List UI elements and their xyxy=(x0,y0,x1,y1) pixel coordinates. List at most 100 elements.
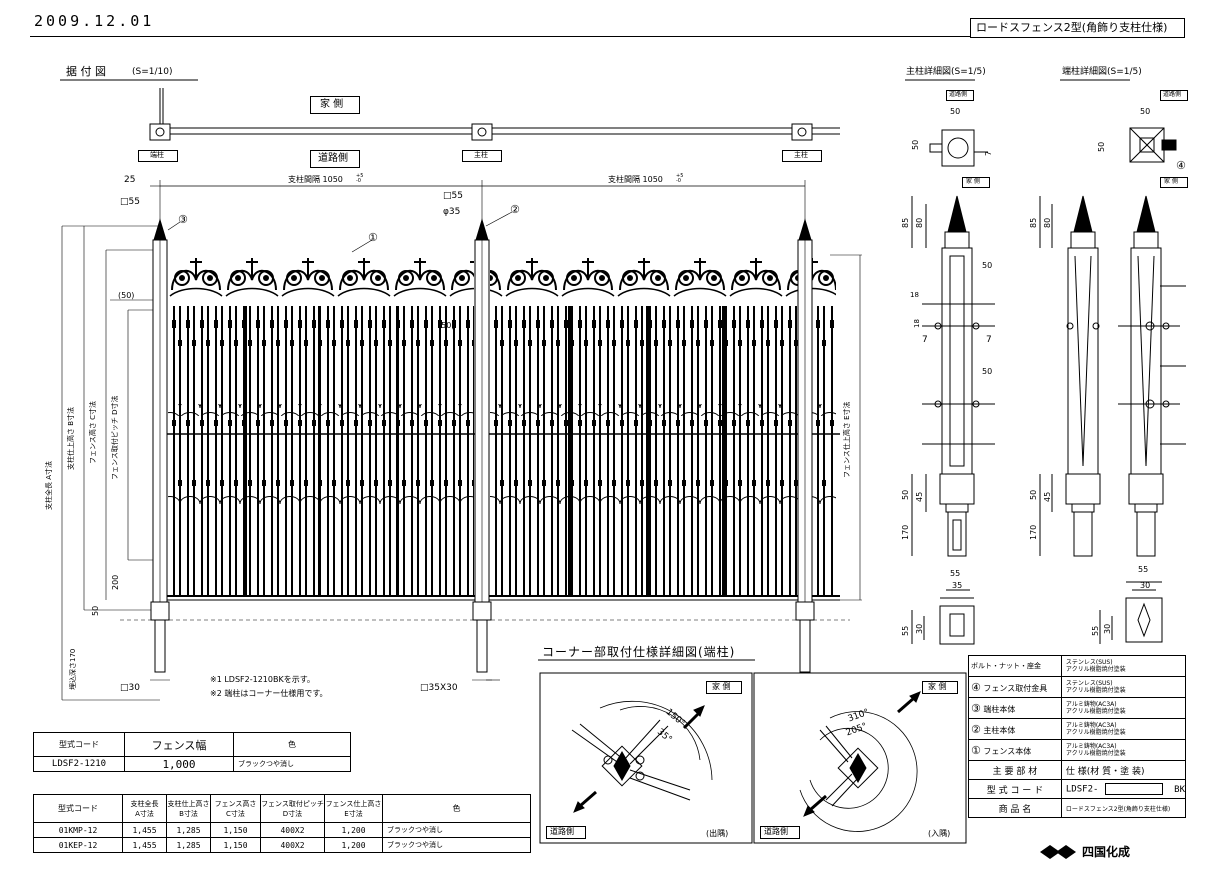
corner-right-road-box xyxy=(760,826,800,839)
table-row: ③ 端柱本体 アルミ鋳物(AC3A)アクリル樹脂焼付塗装 xyxy=(968,697,1187,719)
table-row: ④ フェンス取付金具 ステンレス(SUS)アクリル樹脂焼付塗装 xyxy=(968,676,1187,698)
parts-header-material: 主 要 部 材 xyxy=(968,760,1062,780)
callout-1: ① xyxy=(368,231,378,244)
main-post-label1: 主柱 xyxy=(474,151,488,159)
note-1: ※1 LDSF2-1210BKを示す。 xyxy=(210,675,315,684)
parts-spec: アルミ鋳物(AC3A)アクリル樹脂焼付塗装 xyxy=(1060,718,1187,740)
span-tol-1: +5 -0 xyxy=(356,173,364,184)
dim-25: 25 xyxy=(124,175,136,185)
corner-left-house: 家 側 xyxy=(712,682,731,691)
main-d7a: 7 xyxy=(922,335,928,345)
main-d50a: 50 xyxy=(982,261,993,270)
dim-cell: 400X2 xyxy=(260,837,325,853)
corner-right-house: 家 側 xyxy=(928,682,947,691)
main-d55s: 55 xyxy=(901,625,910,636)
parts-header-spec: 仕 様(材 質・塗 装) xyxy=(1060,760,1187,780)
main-d50b: 50 xyxy=(982,367,993,376)
drawing-date: 2009.12.01 xyxy=(34,12,155,30)
table-row: ② 主柱本体 アルミ鋳物(AC3A)アクリル樹脂焼付塗装 xyxy=(968,718,1187,740)
end-d30: 30 xyxy=(1140,581,1151,590)
end-post-road: 道路側 xyxy=(1163,91,1182,98)
dim-cell: 1,150 xyxy=(210,837,261,853)
table-row: ボルト・ナット・座金 ステンレス(SUS)アクリル樹脂焼付塗装 xyxy=(968,655,1187,677)
end-d55: 55 xyxy=(1138,565,1149,574)
main-d85: 85 xyxy=(901,217,910,228)
main-d7b: 7 xyxy=(986,335,992,345)
main-d30s: 30 xyxy=(915,623,924,634)
end-d85: 85 xyxy=(1029,217,1038,228)
vlabel-e: フェンス仕上高さ E寸法 xyxy=(843,401,851,478)
width-table-h-color: 色 xyxy=(233,732,351,757)
main-d45: 45 xyxy=(915,491,924,502)
dim-paren50-a: (50) xyxy=(118,291,135,300)
dim-cell: 1,455 xyxy=(122,837,167,853)
main-post-detail-title: 主柱詳細図(S=1/5) xyxy=(906,67,986,77)
corner-right-road: 道路側 xyxy=(764,827,788,836)
table-row: 01KMP-12 1,455 1,285 1,150 400X2 1,200 ブ… xyxy=(33,822,531,838)
main-d80: 80 xyxy=(915,217,924,228)
dim-cell: ブラックつや消し xyxy=(382,822,531,838)
parts-spec: アルミ鋳物(AC3A)アクリル樹脂焼付塗装 xyxy=(1060,697,1187,719)
end-post-house: 家 側 xyxy=(1164,178,1178,185)
corner-left-road-box xyxy=(546,826,586,839)
dim-200: 200 xyxy=(111,574,120,590)
main-d7: 7 xyxy=(984,150,993,156)
span-tol-2: +5 -0 xyxy=(676,173,684,184)
dim-cell: 01KEP-12 xyxy=(33,837,123,853)
model-code-label: 型 式 コ ー ド xyxy=(968,779,1062,799)
dim-cell: 1,455 xyxy=(122,822,167,838)
end-post-detail-title: 端柱詳細図(S=1/5) xyxy=(1062,67,1142,77)
dim-sq30: □30 xyxy=(120,683,140,693)
dim-table-h0: 型式コード xyxy=(33,794,123,823)
parts-name: ① フェンス本体 xyxy=(968,739,1062,761)
end-d170: 170 xyxy=(1029,524,1038,540)
vlabel-c: フェンス高さ C寸法 xyxy=(89,401,97,464)
note-2: ※2 端柱はコーナー仕様用です。 xyxy=(210,689,328,698)
dim-cell: 1,150 xyxy=(210,822,261,838)
top-rule xyxy=(30,36,970,37)
dim-phi35: φ35 xyxy=(443,207,461,217)
main-post-label2: 主柱 xyxy=(794,151,808,159)
corner-left-road: 道路側 xyxy=(550,827,574,836)
parts-name: ボルト・ナット・座金 xyxy=(968,655,1062,677)
dim-cell: 1,285 xyxy=(166,837,211,853)
dim-cell: 1,200 xyxy=(324,822,383,838)
vlabel-d: フェンス取付ピッチ D寸法 xyxy=(111,395,119,480)
dim-cell: ブラックつや消し xyxy=(382,837,531,853)
main-d18a: 18 xyxy=(910,291,919,299)
plan-house-side: 家 側 xyxy=(320,99,344,110)
dim-sq35x30: □35X30 xyxy=(420,683,458,693)
main-d35: 35 xyxy=(952,581,963,590)
company-logo-text: 四国化成 xyxy=(1082,845,1131,859)
main-post-road: 道路側 xyxy=(949,91,968,98)
parts-spec: ステンレス(SUS)アクリル樹脂焼付塗装 xyxy=(1060,676,1187,698)
vlabel-b: 支柱仕上高さ B寸法 xyxy=(67,406,75,470)
plan-road-side-box xyxy=(310,150,360,168)
dim-cell: 400X2 xyxy=(260,822,325,838)
plan-title: 据 付 図 xyxy=(66,65,106,78)
end-d50: 50 xyxy=(1029,489,1038,500)
callout-3: ③ xyxy=(178,213,188,226)
corner-left-house-box xyxy=(706,681,742,694)
table-row: 01KEP-12 1,455 1,285 1,150 400X2 1,200 ブ… xyxy=(33,837,531,853)
main-d18b: 18 xyxy=(913,319,921,328)
dim-sq55-b: □55 xyxy=(443,191,463,201)
width-table-h-code: 型式コード xyxy=(33,732,125,757)
product-name-label: 商 品 名 xyxy=(968,798,1062,818)
model-code-value: LDSF2- BK xyxy=(1060,779,1187,799)
corner-right-type: (入隅) xyxy=(928,829,951,838)
dim-table-h6: 色 xyxy=(382,794,531,823)
corner-detail-title: コーナー部取付仕様詳細図(端柱) xyxy=(542,645,736,659)
end-d50top: 50 xyxy=(1140,107,1151,116)
main-d55: 55 xyxy=(950,569,961,578)
dim-cell: 01KMP-12 xyxy=(33,822,123,838)
parts-name: ④ フェンス取付金具 xyxy=(968,676,1062,698)
plan-house-side-box xyxy=(310,96,360,114)
product-name-value: ロードスフェンス2型(角飾り支柱仕様) xyxy=(1060,798,1187,818)
parts-name: ② 主柱本体 xyxy=(968,718,1062,740)
